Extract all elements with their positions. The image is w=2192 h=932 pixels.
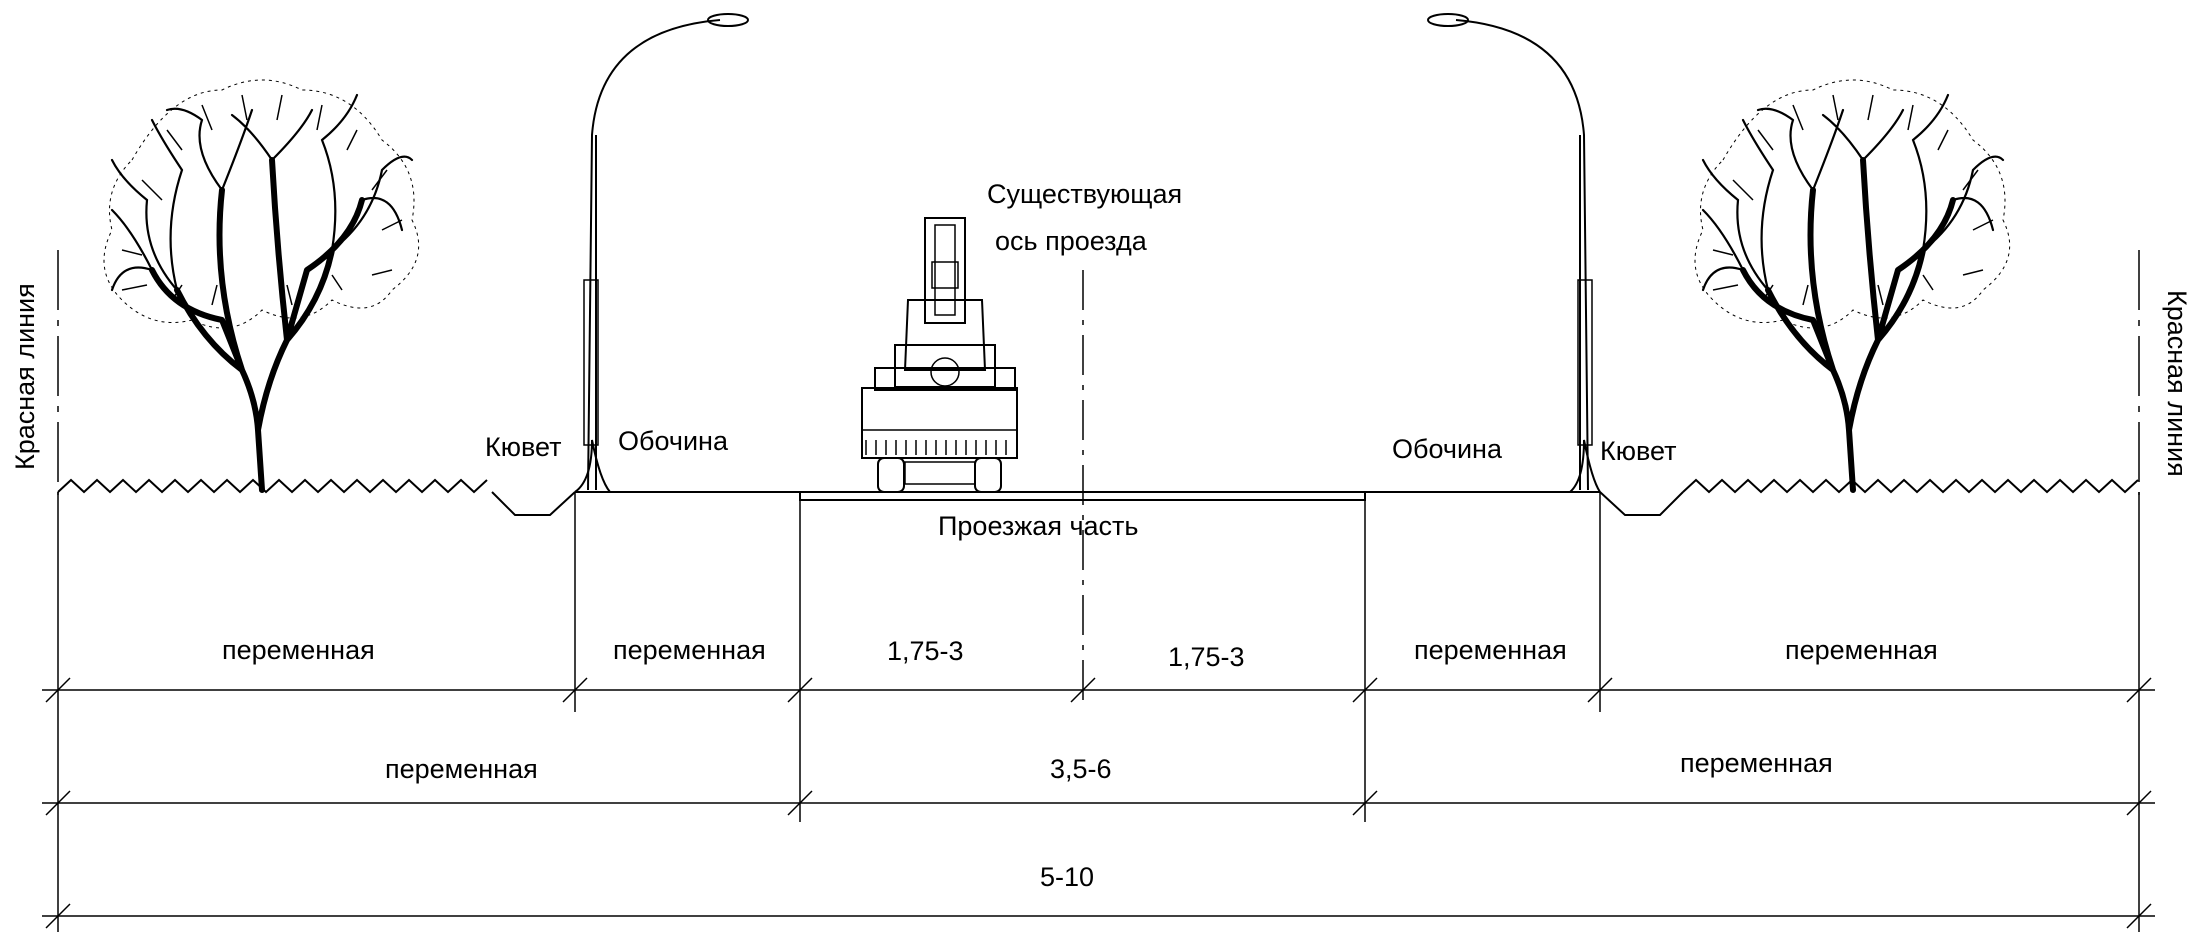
ditch-right (1599, 491, 1684, 516)
dim-row1-value: переменная (1785, 635, 1938, 665)
ditch-left-label: Кювет (485, 432, 562, 462)
dim-row1-value: переменная (613, 635, 766, 665)
tree-icon (1695, 80, 2010, 490)
ground-right (1682, 478, 2139, 494)
dim-row1-value: переменная (222, 635, 375, 665)
shoulder-right-label: Обочина (1392, 434, 1503, 464)
dim-row3-value: 5-10 (1040, 862, 1094, 892)
tree-icon (103, 79, 420, 493)
red-line-right-marker: Красная линия (2138, 250, 2192, 495)
red-line-left-marker: Красная линия (10, 250, 59, 495)
street-lamp-icon (1427, 13, 1601, 493)
ditch-right-label: Кювет (1600, 436, 1677, 466)
dim-row2-value: переменная (1680, 748, 1833, 778)
red-line-left-label: Красная линия (10, 283, 40, 470)
carriageway-label: Проезжая часть (938, 511, 1138, 541)
red-line-right-label: Красная линия (2162, 290, 2192, 477)
dim-row1-value: 1,75-3 (887, 636, 964, 666)
dim-row1-value: 1,75-3 (1168, 642, 1245, 672)
dim-row2-value: 3,5-6 (1050, 754, 1112, 784)
dimension-lines (42, 677, 2155, 929)
street-lamp-icon (574, 13, 749, 493)
dim-row1-value: переменная (1414, 635, 1567, 665)
ditch-left (491, 491, 576, 516)
axis-label-line2: ось проезда (995, 226, 1148, 256)
ground-left (57, 478, 488, 494)
excavator-icon (861, 217, 1018, 493)
shoulder-left-label: Обочина (618, 426, 729, 456)
extension-lines (57, 492, 2140, 932)
dim-row2-value: переменная (385, 754, 538, 784)
axis-label-line1: Существующая (987, 179, 1182, 209)
